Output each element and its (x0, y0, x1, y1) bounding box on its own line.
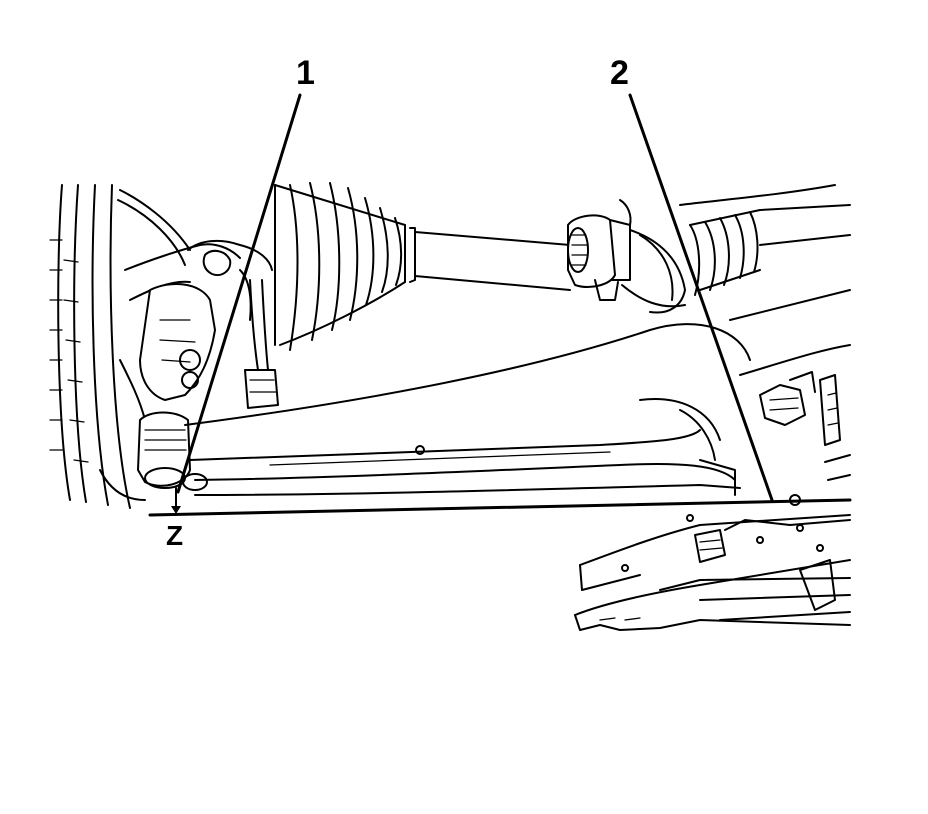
z-arrowhead (171, 506, 181, 514)
reference-line (148, 498, 852, 517)
lower-control-arm (182, 323, 751, 496)
wheel-hub-assembly (49, 184, 279, 509)
leader-line-2 (628, 93, 774, 502)
callout-label-1: 1 (296, 54, 315, 92)
subframe (574, 494, 851, 631)
callout-label-2: 2 (610, 54, 629, 92)
outer-cv-boot (274, 182, 416, 351)
dimension-label-z: Z (166, 520, 184, 551)
axle-shaft (414, 231, 571, 291)
right-side-components (679, 184, 851, 481)
inner-cv-joint (567, 199, 686, 314)
leader-line-1 (176, 93, 302, 494)
callout-leaders (148, 93, 852, 517)
